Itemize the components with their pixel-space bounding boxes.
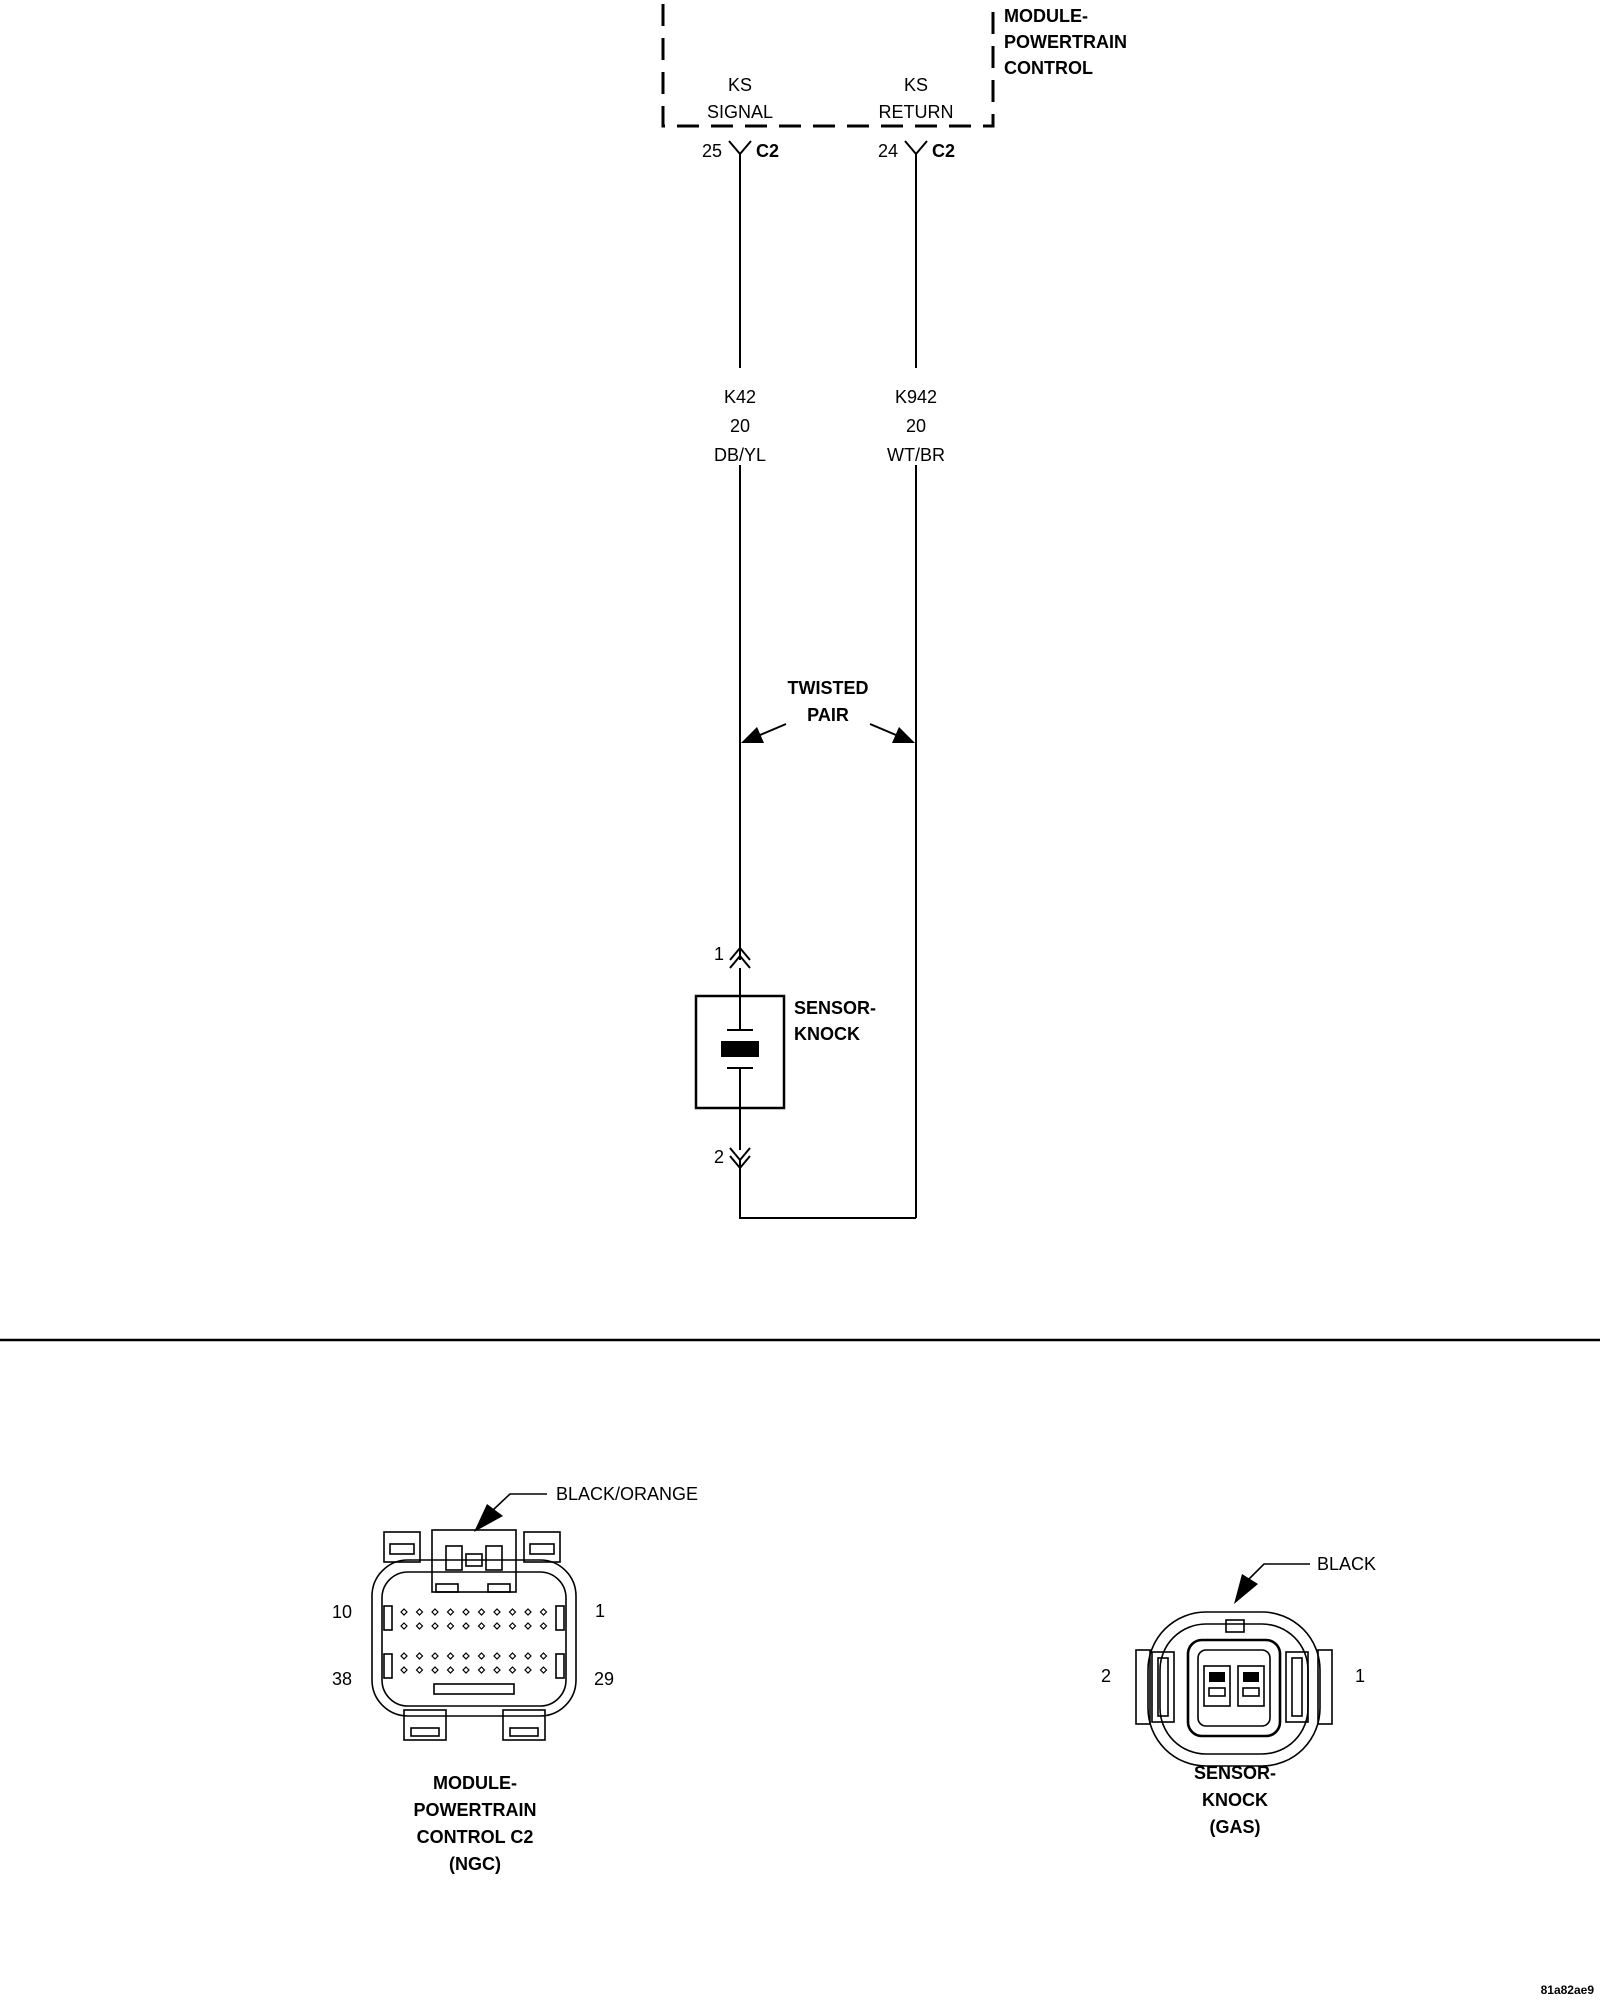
knock-sensor-caption-line-3: (GAS)	[1210, 1817, 1261, 1837]
pin-cavity	[462, 1652, 470, 1660]
return-pin-connector-id: C2	[932, 141, 955, 161]
signal-pin-number: 25	[702, 141, 722, 161]
pin-cavity	[431, 1652, 439, 1660]
pin-cavity	[524, 1652, 532, 1660]
pin-cavity	[415, 1608, 424, 1616]
pcm-c2-pin-grid	[400, 1608, 548, 1674]
sensor-pin-1-connector-mark	[729, 946, 751, 969]
pcm-c2-connector-face	[371, 1493, 577, 1741]
knock-sensor-pin-label-right: 1	[1355, 1666, 1365, 1686]
pin-cavity	[400, 1608, 408, 1616]
return-wire-circuit: K942	[895, 387, 937, 407]
pcm-c2-caption-line-4: (NGC)	[449, 1854, 501, 1874]
pcm-module-box	[661, 4, 995, 128]
pin-cavity	[524, 1608, 532, 1616]
twisted-pair-label-2: PAIR	[807, 705, 849, 725]
sensor-name-line-2: KNOCK	[794, 1024, 860, 1044]
pin-cavity	[462, 1608, 470, 1616]
knock-sensor-color-callout: BLACK	[1317, 1554, 1376, 1574]
signal-pin-connector-id: C2	[756, 141, 779, 161]
pin-cavity	[400, 1622, 408, 1630]
pin-cavity	[508, 1666, 517, 1674]
pcm-name-line-2: POWERTRAIN	[1004, 32, 1127, 52]
pin-cavity	[400, 1666, 408, 1674]
pin-cavity	[446, 1608, 455, 1616]
knock-sensor-caption-line-1: SENSOR-	[1194, 1763, 1276, 1783]
pin-cavity	[539, 1608, 548, 1616]
pin-cavity	[462, 1622, 470, 1630]
return-wire-gauge: 20	[906, 416, 926, 436]
ks-signal-label-2: SIGNAL	[707, 102, 773, 122]
pcm-c2-pin-label-top-left: 10	[332, 1602, 352, 1622]
pin-cavity	[493, 1622, 501, 1630]
pcm-c2-caption-line-2: POWERTRAIN	[414, 1800, 537, 1820]
return-wire-color: WT/BR	[887, 445, 945, 465]
pin-cavity	[431, 1666, 439, 1674]
ks-return-label-1: KS	[904, 75, 928, 95]
pcm-c2-color-callout: BLACK/ORANGE	[556, 1484, 698, 1504]
pin-cavity	[431, 1608, 439, 1616]
pin-cavity	[539, 1666, 548, 1674]
pin-cavity	[508, 1622, 517, 1630]
knock-sensor-connector-face	[1135, 1563, 1333, 1767]
pin-cavity	[477, 1666, 486, 1674]
figure-id: 81a82ae9	[1541, 1983, 1595, 1997]
sensor-pin-2-connector-mark	[729, 1147, 751, 1170]
signal-pin-connector-mark	[728, 140, 752, 156]
pin-cavity	[493, 1608, 501, 1616]
pin-cavity	[446, 1622, 455, 1630]
pin-cavity	[493, 1652, 501, 1660]
pin-cavity	[446, 1666, 455, 1674]
signal-wire-color: DB/YL	[714, 445, 766, 465]
knock-sensor-caption-line-2: KNOCK	[1202, 1790, 1268, 1810]
pin-cavity	[524, 1666, 532, 1674]
pin-cavity	[477, 1652, 486, 1660]
pin-cavity	[524, 1622, 532, 1630]
return-pin-connector-mark	[904, 140, 928, 156]
twisted-pair-arrow-left	[741, 723, 787, 743]
pcm-c2-pin-label-bottom-right: 29	[594, 1669, 614, 1689]
pin-cavity	[508, 1608, 517, 1616]
sensor-ground-return-wire	[739, 1160, 916, 1219]
twisted-pair-label-1: TWISTED	[788, 678, 869, 698]
pcm-c2-pin-label-bottom-left: 38	[332, 1669, 352, 1689]
sensor-pin-2-label: 2	[714, 1147, 724, 1167]
pin-cavity	[400, 1652, 408, 1660]
pin-cavity	[508, 1652, 517, 1660]
pcm-c2-pin-label-top-right: 1	[595, 1601, 605, 1621]
knock-sensor-pin-label-left: 2	[1101, 1666, 1111, 1686]
return-pin-number: 24	[878, 141, 898, 161]
pin-cavity	[539, 1652, 548, 1660]
ks-signal-label-1: KS	[728, 75, 752, 95]
pin-cavity	[415, 1652, 424, 1660]
pcm-c2-caption-line-3: CONTROL C2	[417, 1827, 534, 1847]
pin-cavity	[446, 1652, 455, 1660]
pin-cavity	[415, 1666, 424, 1674]
pin-cavity	[493, 1666, 501, 1674]
signal-wire-gauge: 20	[730, 416, 750, 436]
pcm-name-line-3: CONTROL	[1004, 58, 1093, 78]
signal-wire-circuit: K42	[724, 387, 756, 407]
pin-cavity	[462, 1666, 470, 1674]
pin-cavity	[431, 1622, 439, 1630]
pcm-c2-caption-line-1: MODULE-	[433, 1773, 517, 1793]
ks-return-label-2: RETURN	[879, 102, 954, 122]
piezo-element-icon	[721, 1041, 759, 1057]
sensor-name-line-1: SENSOR-	[794, 998, 876, 1018]
pcm-name-line-1: MODULE-	[1004, 6, 1088, 26]
pin-cavity	[415, 1622, 424, 1630]
twisted-pair-arrow-right	[869, 723, 915, 743]
sensor-pin-1-label: 1	[714, 944, 724, 964]
pin-cavity	[477, 1608, 486, 1616]
pin-cavity	[539, 1622, 548, 1630]
pin-cavity	[477, 1622, 486, 1630]
